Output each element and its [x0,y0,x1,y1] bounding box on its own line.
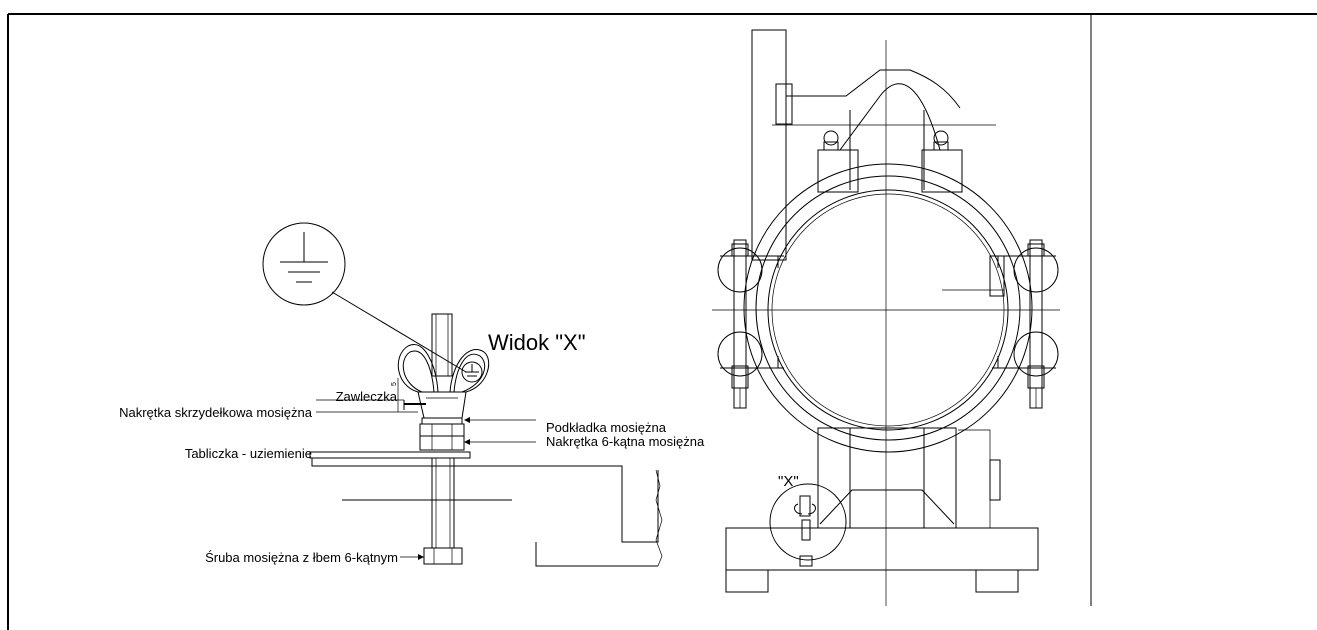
label-wing-nut: Nakrętka skrzydełkowa mosiężna [119,405,313,420]
label-grounding-plate: Tabliczka - uziemienie [185,446,312,461]
assembly-drawing: "X" [712,29,1060,606]
label-cotter-pin: Zawleczka [336,389,398,404]
label-leaders [316,399,536,560]
view-title: Widok "X" [488,330,586,355]
wing-nut-drawing [397,344,489,419]
label-brass-bolt: Śruba mosiężna z łbem 6-kątnym [205,550,398,565]
detail-view-x: 5 [119,222,705,567]
detail-marker-x: "X" [769,473,847,567]
dimension-value: 5 [391,382,398,386]
leader-ground-symbol [331,291,467,373]
sheet-border [7,13,1317,630]
ground-symbol-icon [262,222,346,306]
label-brass-washer: Podkładka mosiężna [546,420,667,435]
detail-marker-label: "X" [778,473,799,490]
label-hex-nut: Nakrętka 6-kątna mosiężna [546,434,705,449]
